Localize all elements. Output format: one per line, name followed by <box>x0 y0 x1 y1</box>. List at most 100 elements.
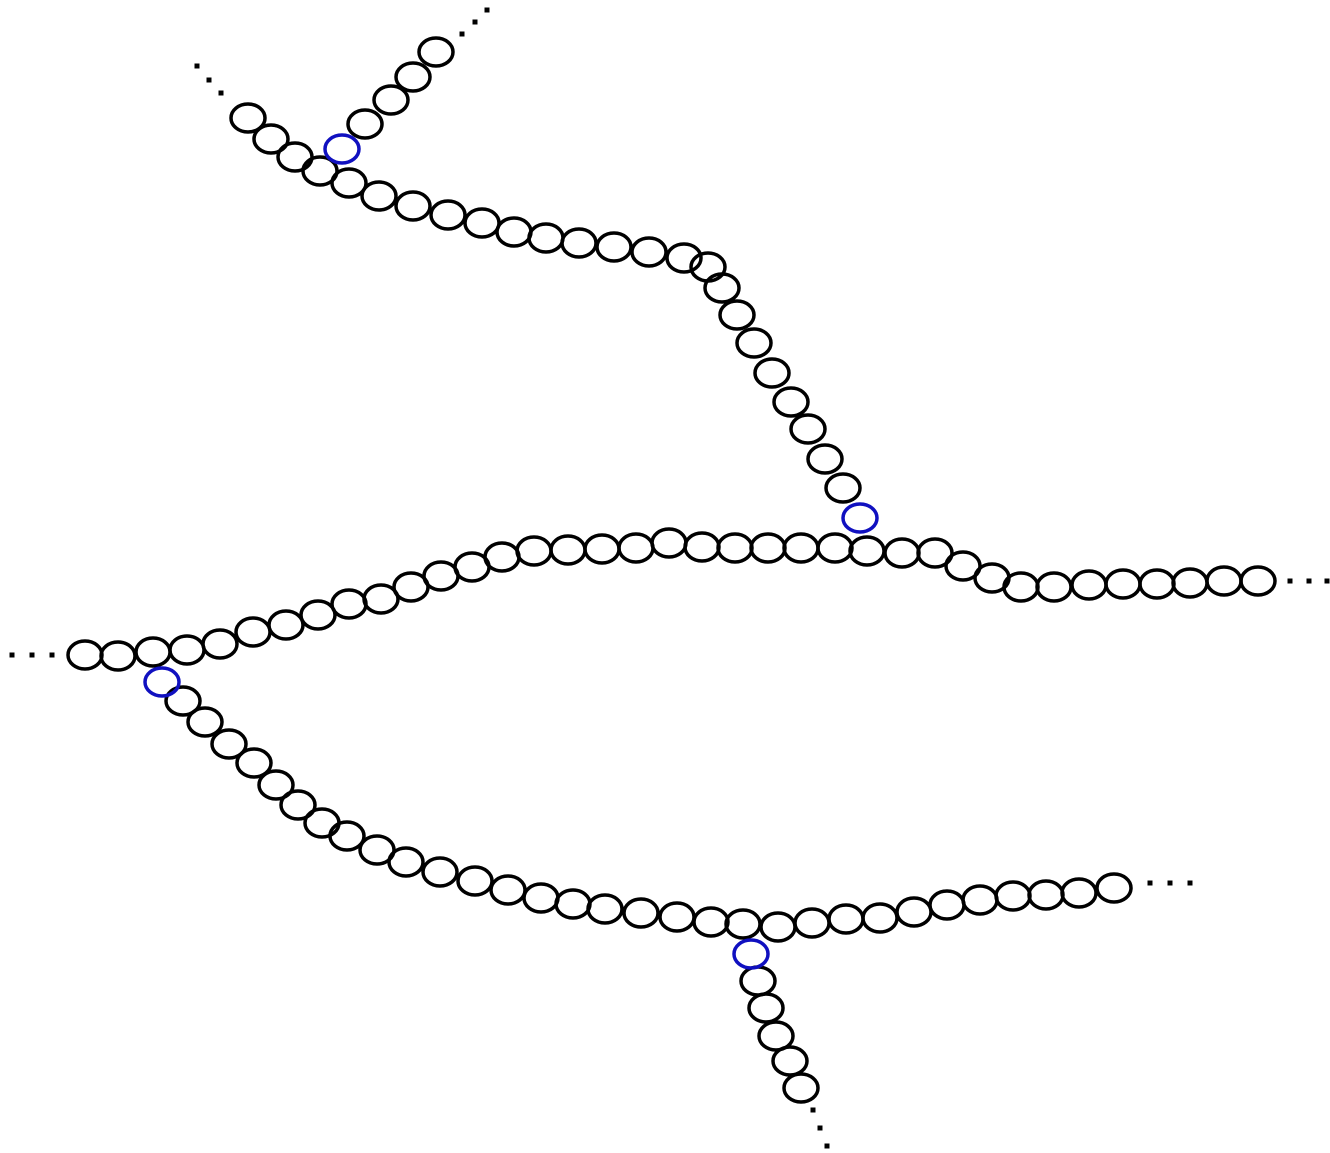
bead-lower-chain-31 <box>1095 872 1133 904</box>
bead-middle-chain-5 <box>201 628 239 660</box>
bead-upper-left-backbone-24 <box>824 472 862 504</box>
bead-middle-chain-20 <box>683 531 721 563</box>
bead-upper-left-backbone-13 <box>595 231 633 263</box>
bead-upper-left-backbone-9 <box>463 207 501 239</box>
bead-upper-left-backbone-15 <box>665 242 703 274</box>
bead-lower-chain-10 <box>387 846 425 878</box>
continuation-dot-lower-chain-end-3 <box>1187 880 1193 886</box>
bead-middle-chain-23 <box>782 532 820 564</box>
bead-upper-left-backbone-7 <box>394 190 432 222</box>
bead-lower-chain-29 <box>1027 879 1065 911</box>
bead-lower-chain-11 <box>421 856 459 888</box>
bead-upper-left-backbone-21 <box>772 386 810 418</box>
bead-middle-chain-36 <box>1205 565 1243 597</box>
bead-upper-left-backbone-12 <box>560 227 598 259</box>
bead-lower-chain-13 <box>489 874 527 906</box>
bead-middle-chain-1 <box>66 639 104 671</box>
bead-lower-chain-30 <box>1060 877 1098 909</box>
bead-middle-chain-16 <box>549 534 587 566</box>
bead-lower-chain-5 <box>257 769 295 801</box>
junction-top-bead <box>323 133 361 165</box>
beads-layer <box>66 36 1277 1104</box>
bead-bottom-branch-5 <box>782 1072 820 1104</box>
bead-lower-chain-26 <box>928 889 966 921</box>
bead-middle-chain-8 <box>299 599 337 631</box>
continuation-dot-upper-branch-end-3 <box>484 7 490 13</box>
junction-bottom-bead <box>732 938 770 970</box>
bead-lower-chain-3 <box>210 728 248 760</box>
bead-upper-left-backbone-11 <box>527 222 565 254</box>
bead-bottom-branch-3 <box>757 1020 795 1052</box>
bead-bottom-branch-2 <box>747 992 785 1024</box>
bead-lower-chain-2 <box>186 706 224 738</box>
bead-lower-chain-21 <box>759 911 797 943</box>
bead-upper-branch-1 <box>346 108 384 140</box>
continuation-dot-upper-left-backbone-start-1 <box>194 63 200 69</box>
bead-lower-chain-16 <box>586 893 624 925</box>
continuation-dot-upper-left-backbone-start-3 <box>218 90 224 96</box>
bead-middle-chain-14 <box>483 541 521 573</box>
continuation-dot-upper-left-backbone-start-2 <box>206 77 212 83</box>
bead-upper-left-backbone-17 <box>703 272 741 304</box>
bead-middle-chain-10 <box>362 583 400 615</box>
bead-lower-chain-23 <box>827 903 865 935</box>
bead-upper-left-backbone-2 <box>252 123 290 155</box>
bead-middle-chain-33 <box>1104 568 1142 600</box>
bead-middle-chain-30 <box>1002 571 1040 603</box>
continuation-dot-middle-chain-start-3 <box>49 652 55 658</box>
bead-middle-chain-2 <box>99 640 137 672</box>
bead-upper-branch-2 <box>372 84 410 116</box>
bead-middle-chain-24 <box>816 532 854 564</box>
continuation-dot-lower-chain-end-1 <box>1147 880 1153 886</box>
bead-middle-chain-3 <box>134 636 172 668</box>
bead-middle-chain-15 <box>515 535 553 567</box>
bead-middle-chain-4 <box>168 634 206 666</box>
continuation-dot-upper-branch-end-2 <box>472 19 478 25</box>
bead-upper-left-backbone-1 <box>229 102 267 134</box>
continuation-dot-bottom-branch-end-3 <box>824 1143 830 1149</box>
junction-middle-right-bead <box>841 502 879 534</box>
bead-lower-chain-22 <box>793 907 831 939</box>
chain-upper-left-backbone <box>229 102 862 504</box>
bead-lower-chain-15 <box>554 888 592 920</box>
chain-lower-chain <box>164 685 1133 943</box>
bead-bottom-branch-1 <box>739 965 777 997</box>
bead-lower-chain-24 <box>861 902 899 934</box>
bead-middle-chain-7 <box>267 609 305 641</box>
bead-middle-chain-9 <box>330 588 368 620</box>
bead-middle-chain-25 <box>848 535 886 567</box>
bead-upper-left-backbone-14 <box>630 236 668 268</box>
bead-upper-left-backbone-6 <box>360 180 398 212</box>
bead-middle-chain-31 <box>1035 571 1073 603</box>
bead-middle-chain-6 <box>234 616 272 648</box>
junction-left-bead <box>143 666 181 698</box>
bead-lower-chain-28 <box>994 880 1032 912</box>
bead-lower-chain-7 <box>303 807 341 839</box>
bead-middle-chain-19 <box>650 527 688 559</box>
bead-lower-chain-4 <box>235 747 273 779</box>
bead-middle-chain-12 <box>422 560 460 592</box>
continuation-dot-upper-branch-end-1 <box>459 31 465 37</box>
bead-lower-chain-27 <box>961 884 999 916</box>
chain-upper-branch <box>346 36 455 140</box>
bead-middle-chain-27 <box>916 537 954 569</box>
bead-upper-left-backbone-22 <box>789 413 827 445</box>
bead-lower-chain-20 <box>724 908 762 940</box>
bead-middle-chain-22 <box>749 532 787 564</box>
bead-upper-left-backbone-19 <box>735 327 773 359</box>
bead-lower-chain-19 <box>692 906 730 938</box>
chain-middle-chain <box>66 527 1277 672</box>
chain-bottom-branch <box>739 965 820 1104</box>
bead-lower-chain-14 <box>522 882 560 914</box>
junctions-layer <box>143 133 879 970</box>
bead-middle-chain-35 <box>1171 567 1209 599</box>
bead-lower-chain-18 <box>658 901 696 933</box>
continuation-dot-bottom-branch-end-2 <box>817 1125 823 1131</box>
bead-middle-chain-37 <box>1239 565 1277 597</box>
bead-lower-chain-25 <box>895 896 933 928</box>
bead-middle-chain-32 <box>1070 569 1108 601</box>
bead-lower-chain-12 <box>456 865 494 897</box>
bead-upper-left-backbone-20 <box>753 357 791 389</box>
